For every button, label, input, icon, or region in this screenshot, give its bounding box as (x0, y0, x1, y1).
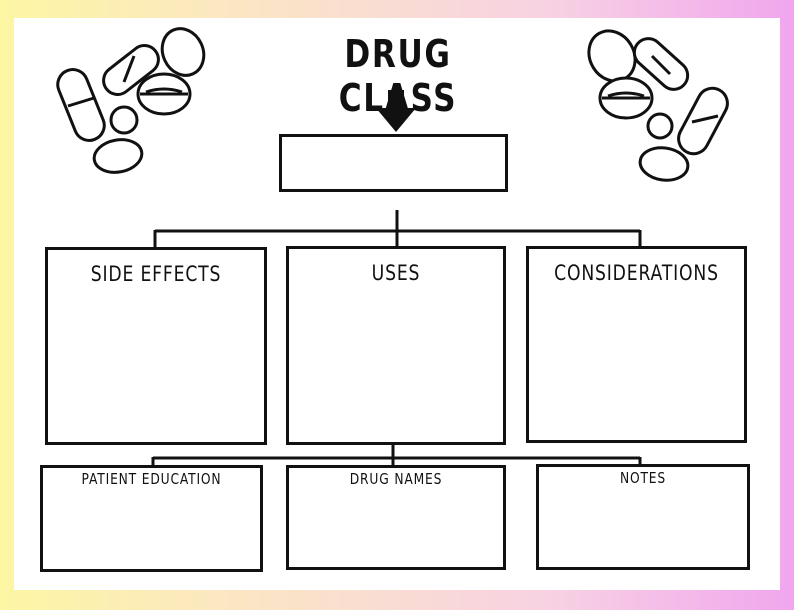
drug-names-label: DRUG NAMES (349, 470, 443, 488)
arrow-down-icon (376, 90, 416, 132)
considerations-label: CONSIDERATIONS (554, 261, 719, 285)
considerations-box[interactable]: CONSIDERATIONS (526, 246, 747, 443)
notes-label: NOTES (619, 469, 667, 487)
uses-label: USES (371, 261, 421, 285)
drug-names-box[interactable]: DRUG NAMES (286, 465, 506, 570)
pills-cluster-icon (587, 29, 729, 182)
notes-box[interactable]: NOTES (536, 464, 750, 570)
pills-cluster-icon (56, 27, 206, 174)
patient-education-box[interactable]: PATIENT EDUCATION (40, 465, 263, 572)
patient-education-label: PATIENT EDUCATION (81, 470, 222, 488)
page-title: DRUG CLASS (339, 32, 456, 120)
side-effects-label: SIDE EFFECTS (90, 262, 222, 286)
uses-box[interactable]: USES (286, 246, 506, 445)
side-effects-box[interactable]: SIDE EFFECTS (45, 247, 267, 445)
drug-class-input-box[interactable] (279, 134, 508, 192)
